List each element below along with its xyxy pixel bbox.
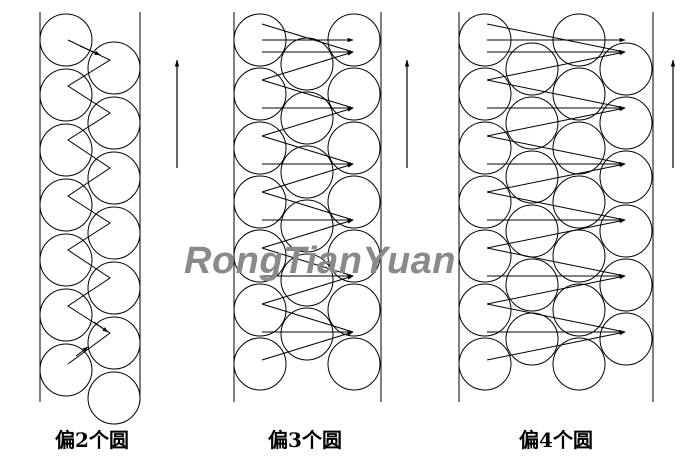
circle — [39, 178, 93, 232]
caption-offset-3: 偏3个圆 — [268, 428, 342, 452]
circle — [458, 67, 512, 121]
path-arrow — [486, 275, 626, 305]
path-arrow — [486, 107, 626, 137]
panel-offset-4 — [458, 12, 676, 402]
caption-offset-4: 偏4个圆 — [519, 428, 593, 452]
caption-offset-2: 偏2个圆 — [55, 428, 129, 452]
path-return — [261, 247, 354, 277]
circle — [87, 96, 141, 150]
circle — [280, 91, 334, 145]
path-return — [486, 191, 626, 221]
circle — [233, 229, 287, 283]
circle — [599, 150, 653, 204]
circle — [458, 283, 512, 337]
circle — [233, 283, 287, 337]
path-arrow — [93, 321, 109, 333]
path-return — [486, 79, 626, 109]
circle — [87, 206, 141, 260]
circle — [505, 150, 559, 204]
circle — [599, 96, 653, 150]
circle — [87, 261, 141, 315]
circle — [599, 42, 653, 96]
circle — [39, 123, 93, 177]
circle — [552, 175, 606, 229]
circle — [39, 233, 93, 287]
path-arrow — [261, 51, 354, 81]
circle — [505, 42, 559, 96]
circle — [458, 337, 512, 391]
path-return — [486, 303, 626, 333]
path-arrow — [486, 51, 626, 81]
panel-offset-2 — [39, 12, 180, 425]
circle — [39, 13, 93, 67]
circle — [87, 371, 141, 425]
circle — [327, 67, 381, 121]
circle — [458, 229, 512, 283]
circle — [327, 229, 381, 283]
path-arrow — [75, 346, 89, 357]
path-return — [261, 23, 354, 53]
path-return — [486, 135, 626, 165]
trajectory-path — [67, 39, 112, 365]
circle — [552, 121, 606, 175]
circle — [599, 204, 653, 258]
circle — [552, 283, 606, 337]
circle — [327, 283, 381, 337]
circle — [233, 121, 287, 175]
circle — [599, 312, 653, 366]
circle — [39, 288, 93, 342]
path-arrow — [486, 331, 626, 361]
path-return — [261, 191, 354, 221]
circle — [233, 67, 287, 121]
circle — [87, 316, 141, 370]
circle — [458, 175, 512, 229]
circle — [233, 175, 287, 229]
path-arrow — [261, 275, 354, 305]
circle — [505, 312, 559, 366]
circle — [552, 337, 606, 391]
circle — [552, 67, 606, 121]
circle — [505, 258, 559, 312]
path-arrow — [261, 219, 354, 249]
circle — [280, 145, 334, 199]
circle — [458, 121, 512, 175]
circle — [599, 258, 653, 312]
circle — [87, 151, 141, 205]
path-arrow — [79, 45, 101, 56]
path-arrow — [261, 107, 354, 137]
path-arrow — [261, 331, 354, 361]
path-arrow — [486, 163, 626, 193]
circle — [233, 337, 287, 391]
path-return — [486, 247, 626, 277]
circle — [280, 37, 334, 91]
path-arrow — [261, 163, 354, 193]
path-return — [261, 79, 354, 109]
circle — [552, 229, 606, 283]
circle — [39, 68, 93, 122]
circle — [505, 204, 559, 258]
circle — [327, 175, 381, 229]
circle — [280, 253, 334, 307]
circle — [327, 337, 381, 391]
path-return — [486, 23, 626, 53]
watermark-text: RongTianYuan — [184, 240, 456, 282]
path-return — [261, 135, 354, 165]
circle — [280, 307, 334, 361]
circle — [87, 41, 141, 95]
circle — [505, 96, 559, 150]
panel-offset-3 — [233, 12, 410, 402]
path-arrow — [486, 219, 626, 249]
path-return — [261, 303, 354, 333]
circle — [327, 121, 381, 175]
circle — [39, 343, 93, 397]
